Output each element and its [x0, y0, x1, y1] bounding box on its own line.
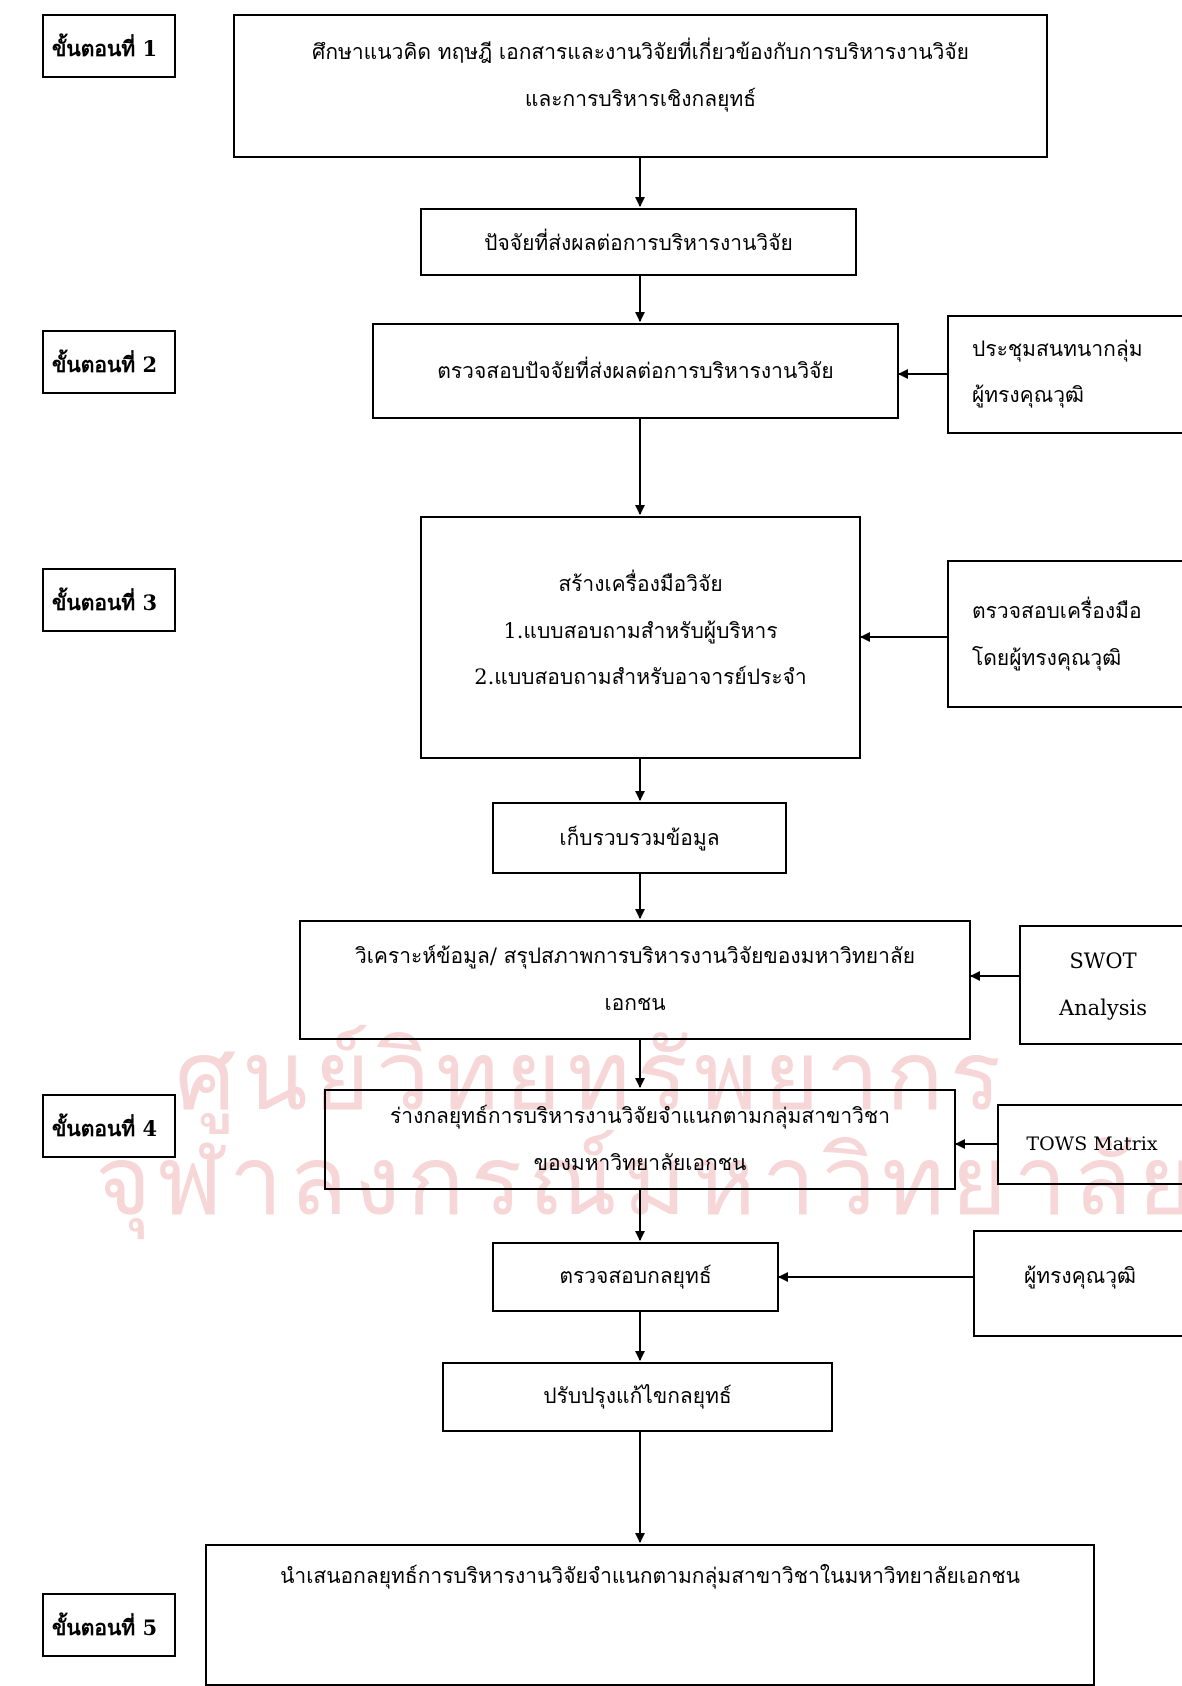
swot-line-2: Analysis — [1058, 996, 1148, 1020]
node-research-factors: ปัจจัยที่ส่งผลต่อการบริหารงานวิจัย — [420, 208, 857, 276]
step-5-box: ขั้นตอนที่ 5 — [42, 1593, 176, 1657]
collect-label: เก็บรวบรวมข้อมูล — [559, 826, 720, 850]
study-line-2: และการบริหารเชิงกลยุทธ์ — [524, 87, 757, 111]
focus-group-line-2: ผู้ทรงคุณวุฒิ — [972, 383, 1084, 407]
analyze-line-1: วิเคราะห์ข้อมูล/ สรุปสภาพการบริหารงานวิจ… — [354, 944, 916, 968]
step-4-box: ขั้นตอนที่ 4 — [42, 1094, 176, 1158]
focus-group-line-1: ประชุมสนทนากลุ่ม — [972, 337, 1143, 361]
node-present-strategy: นำเสนอกลยุทธ์การบริหารงานวิจัยจำแนกตามกล… — [205, 1544, 1095, 1686]
instrument-check-line-1: ตรวจสอบเครื่องมือ — [972, 599, 1142, 623]
tows-label: TOWS Matrix — [1026, 1133, 1158, 1155]
node-collect-data: เก็บรวบรวมข้อมูล — [492, 802, 787, 874]
instrument-line-3: 2.แบบสอบถามสำหรับอาจารย์ประจำ — [474, 665, 807, 689]
study-line-1: ศึกษาแนวคิด ทฤษฎี เอกสารและงานวิจัยที่เก… — [312, 40, 969, 64]
side-experts: ผู้ทรงคุณวุฒิ — [973, 1230, 1182, 1337]
factors-label: ปัจจัยที่ส่งผลต่อการบริหารงานวิจัย — [484, 231, 793, 255]
instrument-line-2: 1.แบบสอบถามสำหรับผู้บริหาร — [503, 619, 778, 643]
step-2-label: ขั้นตอนที่ 2 — [52, 352, 158, 377]
instrument-check-line-2: โดยผู้ทรงคุณวุฒิ — [972, 646, 1122, 670]
revise-label: ปรับปรุงแก้ไขกลยุทธ์ — [543, 1384, 732, 1408]
draft-line-2: ของมหาวิทยาลัยเอกชน — [533, 1151, 747, 1175]
experts-label: ผู้ทรงคุณวุฒิ — [1024, 1264, 1136, 1288]
step-1-label: ขั้นตอนที่ 1 — [52, 36, 158, 61]
step-3-box: ขั้นตอนที่ 3 — [42, 568, 176, 632]
instrument-line-1: สร้างเครื่องมือวิจัย — [558, 572, 723, 596]
node-study-literature: ศึกษาแนวคิด ทฤษฎี เอกสารและงานวิจัยที่เก… — [233, 14, 1048, 158]
node-create-instrument: สร้างเครื่องมือวิจัย 1.แบบสอบถามสำหรับผู… — [420, 516, 861, 759]
step-4-label: ขั้นตอนที่ 4 — [52, 1116, 158, 1141]
watermark-line-2: จุฬาลงกรณ์มหาวิทยาลัย — [95, 1125, 1182, 1237]
swot-line-1: SWOT — [1069, 949, 1137, 973]
check-strategy-label: ตรวจสอบกลยุทธ์ — [559, 1264, 712, 1288]
node-draft-strategy: ร่างกลยุทธ์การบริหารงานวิจัยจำแนกตามกลุ่… — [324, 1089, 956, 1190]
side-focus-group: ประชุมสนทนากลุ่ม ผู้ทรงคุณวุฒิ — [947, 315, 1182, 434]
analyze-line-2: เอกชน — [604, 991, 666, 1015]
step-1-box: ขั้นตอนที่ 1 — [42, 14, 176, 78]
node-check-strategy: ตรวจสอบกลยุทธ์ — [492, 1242, 779, 1312]
draft-line-1: ร่างกลยุทธ์การบริหารงานวิจัยจำแนกตามกลุ่… — [390, 1104, 890, 1128]
step-3-label: ขั้นตอนที่ 3 — [52, 590, 158, 615]
step-2-box: ขั้นตอนที่ 2 — [42, 330, 176, 394]
node-verify-factors: ตรวจสอบปัจจัยที่ส่งผลต่อการบริหารงานวิจั… — [372, 323, 899, 419]
side-tows-matrix: TOWS Matrix — [997, 1104, 1182, 1185]
present-label: นำเสนอกลยุทธ์การบริหารงานวิจัยจำแนกตามกล… — [280, 1564, 1020, 1588]
side-instrument-check: ตรวจสอบเครื่องมือ โดยผู้ทรงคุณวุฒิ — [947, 560, 1182, 708]
step-5-label: ขั้นตอนที่ 5 — [52, 1615, 158, 1640]
node-analyze-data: วิเคราะห์ข้อมูล/ สรุปสภาพการบริหารงานวิจ… — [299, 920, 971, 1040]
verify-factors-label: ตรวจสอบปัจจัยที่ส่งผลต่อการบริหารงานวิจั… — [437, 359, 834, 383]
side-swot-analysis: SWOT Analysis — [1019, 925, 1182, 1045]
node-revise-strategy: ปรับปรุงแก้ไขกลยุทธ์ — [442, 1362, 833, 1432]
